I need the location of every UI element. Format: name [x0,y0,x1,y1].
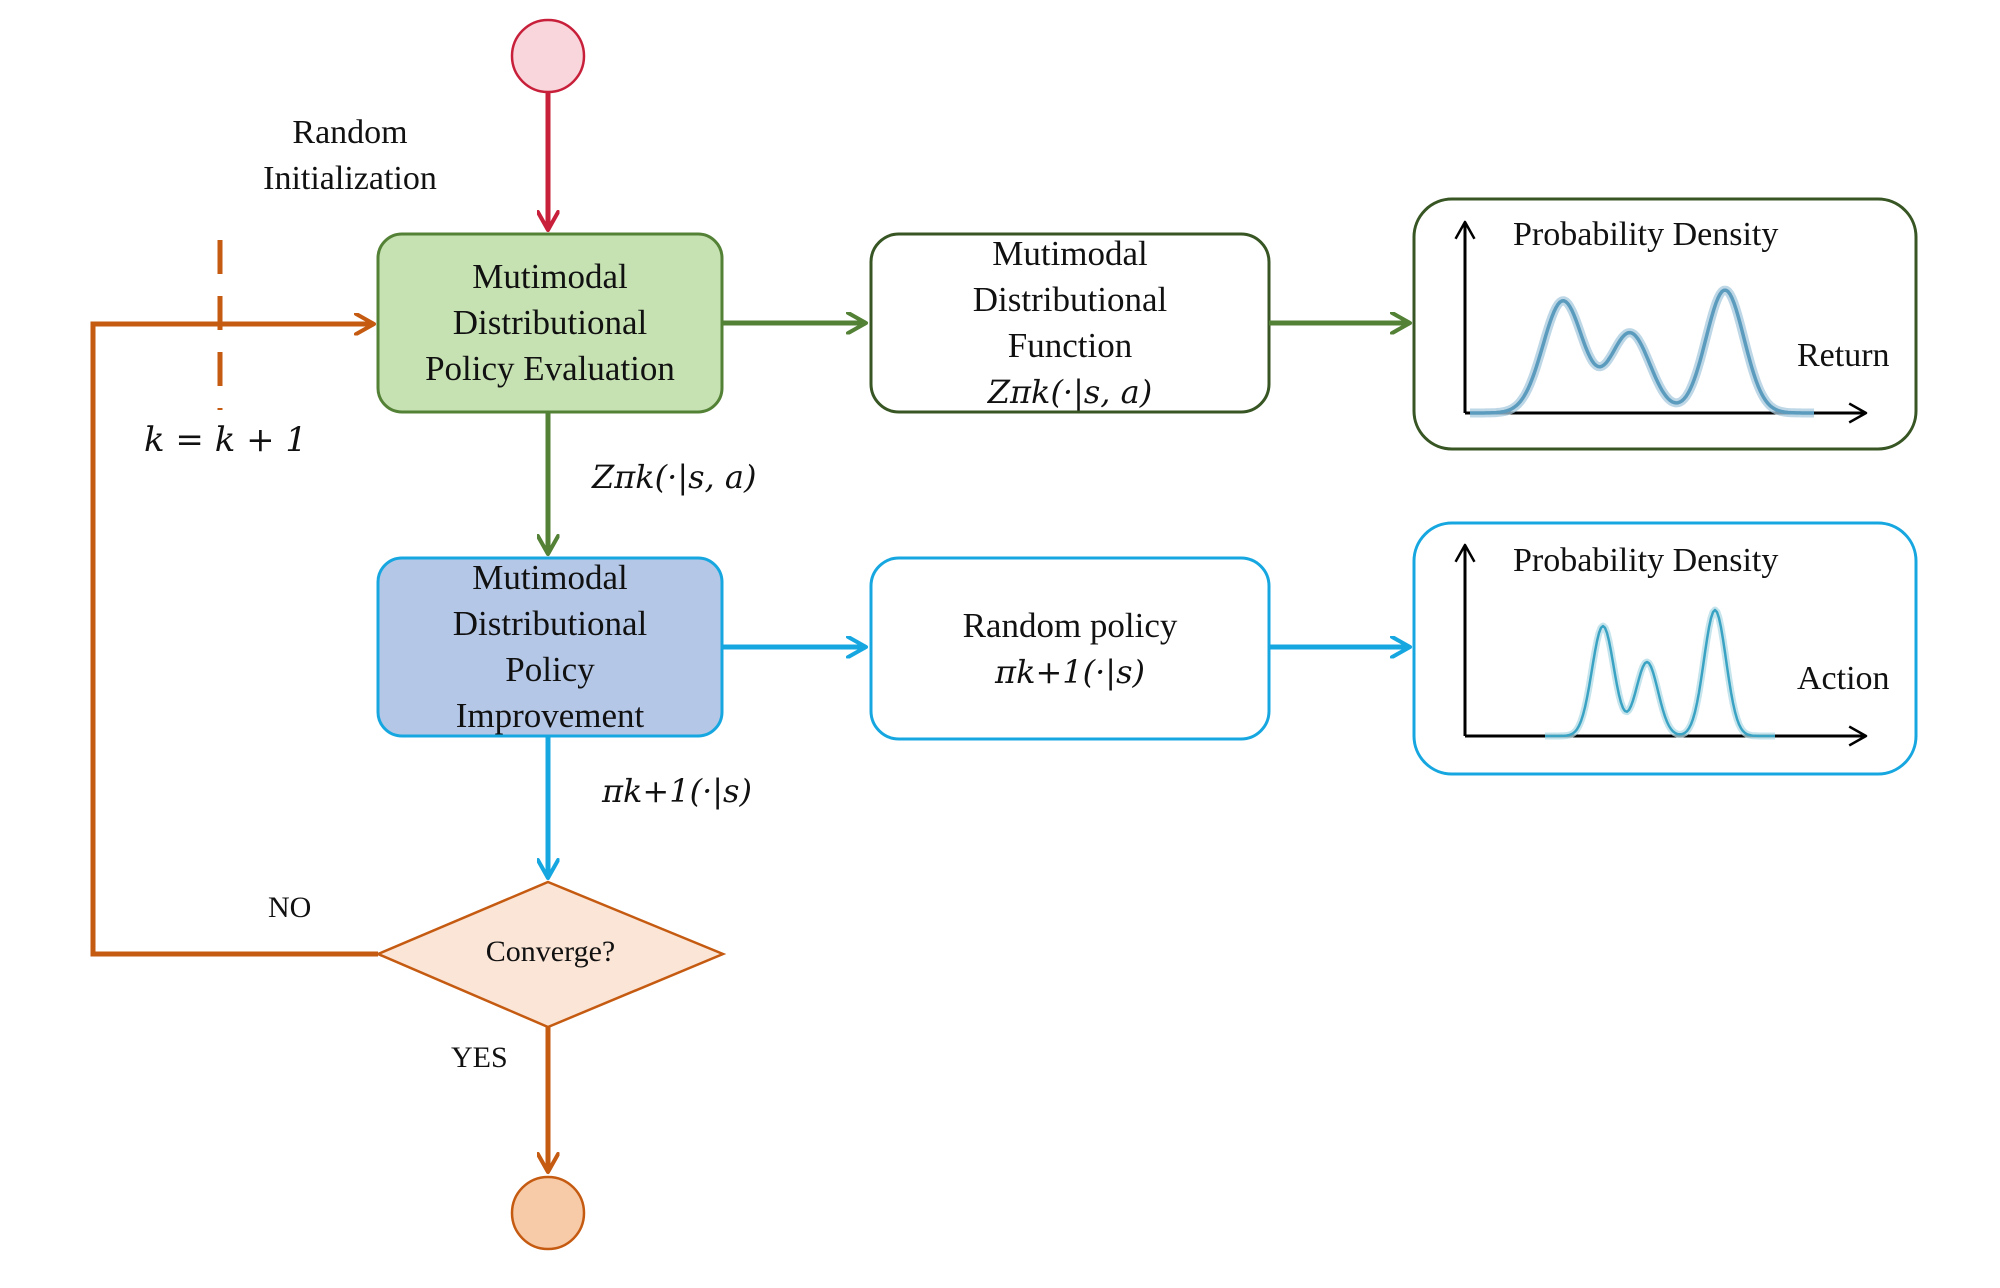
random-policy-formula: πk+1(·|s) [995,652,1145,691]
policy-evaluation-line: Policy Evaluation [425,349,675,388]
action-density-plot-frame [1412,521,1918,776]
distributional-function-line: Distributional [972,280,1168,319]
policy-evaluation-line: Mutimodal [472,257,628,296]
iteration-counter-text: k = k + 1 [144,420,308,460]
converge-decision-label: Converge? [485,935,616,968]
improve-to-decision-edge-label: πk+1(·|s) [602,772,752,810]
random-initialization-label: Random Initialization [263,114,437,197]
policy-improvement-text: Mutimodal Distributional Policy Improvem… [378,558,722,736]
policy-evaluation-line: Distributional [452,303,648,342]
policy-improvement-line: Distributional [452,604,648,643]
iteration-counter-label: k = k + 1 [144,420,307,461]
end-node [510,1175,586,1251]
action-density-plot [1465,545,1866,736]
yes-branch-label: YES [451,1041,508,1074]
return-plot-xlabel: Return [1797,337,1890,374]
start-node [510,18,586,94]
return-plot-ylabel: Probability Density [1513,216,1779,253]
no-branch-label: NO [268,891,312,924]
eval-to-improve-edge-label: Zπk(·|s, a) [592,458,757,496]
distributional-function-formula: Zπk(·|s, a) [987,373,1153,411]
action-plot-xlabel: Action [1797,660,1890,697]
action-density-curve [1545,608,1775,738]
policy-improvement-line: Mutimodal [472,558,628,597]
policy-improvement-line: Improvement [455,696,645,735]
return-density-plot [1465,222,1866,413]
action-plot-ylabel: Probability Density [1513,542,1779,579]
policy-evaluation-text: Mutimodal Distributional Policy Evaluati… [378,234,722,412]
distributional-function-line: Function [1007,326,1133,365]
random-policy-line: Random policy [962,605,1178,645]
distributional-function-text: Mutimodal Distributional Function Zπk(·|… [871,234,1269,412]
return-density-plot-frame [1412,197,1918,451]
loop-back-arrow [90,324,378,957]
policy-improvement-line: Policy [505,650,595,689]
return-density-curve [1470,288,1814,415]
random-policy-text: Random policy πk+1(·|s) [871,558,1269,739]
distributional-function-line: Mutimodal [992,234,1148,273]
